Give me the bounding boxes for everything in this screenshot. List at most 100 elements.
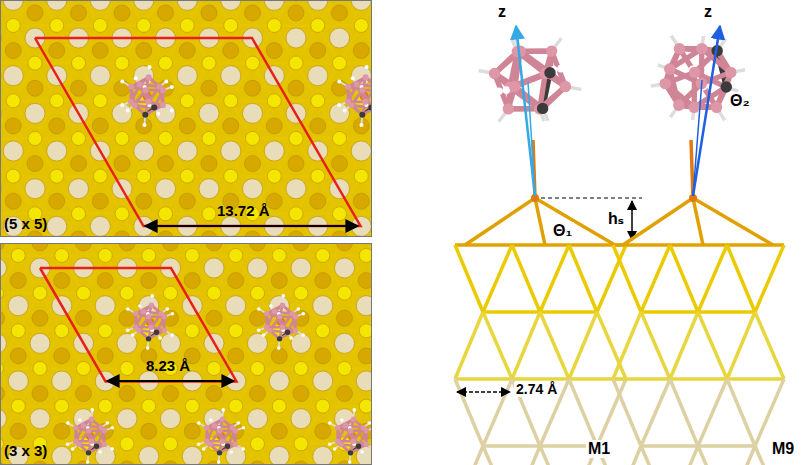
gold-atom bbox=[308, 0, 328, 10]
slab-bond bbox=[641, 444, 698, 448]
boron-atom bbox=[338, 442, 343, 447]
gold-atom bbox=[6, 169, 20, 183]
gold-atom bbox=[137, 18, 151, 32]
hydrogen-atom bbox=[340, 418, 344, 422]
gold-atom bbox=[32, 310, 48, 326]
gold-atom bbox=[315, 273, 331, 289]
sulfur-bond bbox=[465, 198, 535, 245]
gold-atom bbox=[294, 361, 308, 375]
panel-frame bbox=[1, 1, 372, 237]
gold-atom bbox=[250, 386, 266, 402]
gold-atom bbox=[117, 333, 137, 353]
gold-atom bbox=[120, 286, 134, 300]
gold-atom bbox=[97, 348, 113, 364]
boron-atom bbox=[349, 102, 355, 108]
gold-atom bbox=[353, 193, 369, 209]
gold-atom bbox=[25, 179, 45, 199]
gold-atom bbox=[49, 118, 65, 134]
gold-atom bbox=[359, 248, 372, 262]
gold-atom bbox=[5, 193, 21, 209]
hydrogen-atom bbox=[242, 426, 246, 430]
gold-atom bbox=[289, 131, 303, 145]
slab-bond bbox=[670, 377, 727, 381]
gold-atom bbox=[271, 273, 287, 289]
hydrogen-atom bbox=[262, 333, 266, 337]
hydrogen-atom bbox=[301, 333, 305, 337]
gold-atom bbox=[114, 5, 130, 21]
gold-atom bbox=[177, 0, 197, 10]
gold-atom bbox=[289, 207, 303, 221]
gold-atom bbox=[269, 446, 289, 465]
gold-atom bbox=[267, 169, 281, 183]
gold-atom bbox=[206, 386, 222, 402]
dimension-label: 8.23 Å bbox=[146, 358, 190, 375]
boron-atom bbox=[280, 302, 285, 307]
boron-atom bbox=[233, 428, 238, 433]
gold-atom bbox=[243, 103, 263, 123]
gold-atom bbox=[28, 131, 42, 145]
hydrogen-atom bbox=[78, 418, 82, 422]
unit-cell bbox=[40, 268, 237, 381]
gold-atom bbox=[316, 399, 330, 413]
gold-atom bbox=[202, 131, 216, 145]
slab-bond bbox=[727, 446, 755, 465]
hydrogen-atom bbox=[164, 80, 168, 84]
gold-atom bbox=[330, 28, 350, 48]
gold-atom bbox=[76, 310, 92, 326]
slab-bond bbox=[641, 312, 670, 379]
boron-atom bbox=[217, 428, 222, 433]
gold-atom bbox=[115, 207, 129, 221]
height-label: hₛ bbox=[606, 210, 626, 228]
gold-atom bbox=[92, 43, 108, 59]
slab-bond bbox=[670, 243, 727, 247]
gold-atom bbox=[28, 56, 42, 70]
boron-atom bbox=[364, 442, 369, 447]
gold-atom bbox=[246, 131, 260, 145]
gold-atom bbox=[335, 333, 355, 353]
carborane-molecule bbox=[328, 408, 372, 464]
gold-atom bbox=[337, 243, 353, 251]
gold-atom bbox=[308, 66, 328, 86]
gold-atom bbox=[164, 286, 178, 300]
gold-atom bbox=[224, 94, 238, 108]
gold-atom bbox=[353, 43, 369, 59]
gold-atom bbox=[50, 94, 64, 108]
gold-atom bbox=[54, 273, 70, 289]
gold-atom bbox=[141, 273, 157, 289]
gold-atom bbox=[311, 169, 325, 183]
slab-bond bbox=[641, 245, 670, 312]
gold-atom bbox=[3, 141, 23, 161]
carborane-molecule bbox=[337, 65, 372, 127]
gold-atom bbox=[50, 18, 64, 32]
hydrogen-atom bbox=[237, 421, 241, 425]
boron-atom bbox=[546, 45, 557, 56]
slab-bond bbox=[540, 446, 569, 465]
boron-atom bbox=[146, 74, 152, 80]
slab-bond bbox=[483, 379, 512, 446]
hydrogen-atom bbox=[650, 60, 658, 68]
surface-bonds bbox=[0, 0, 372, 237]
gold-atom bbox=[184, 423, 200, 439]
hydrogen-atom bbox=[643, 83, 651, 91]
carbon-atom bbox=[94, 444, 99, 449]
boron-atom bbox=[162, 328, 167, 333]
hydrogen-atom bbox=[360, 450, 364, 454]
gold-atom bbox=[115, 56, 129, 70]
gold-atom bbox=[49, 193, 65, 209]
boron-atom bbox=[86, 428, 91, 433]
hydrogen-atom bbox=[351, 76, 355, 80]
boron-atom bbox=[89, 439, 94, 444]
gold-atom bbox=[267, 18, 281, 32]
boron-atom bbox=[711, 102, 722, 113]
carbon-atom bbox=[544, 67, 555, 78]
gold-atom bbox=[207, 361, 221, 375]
gold-atom bbox=[11, 399, 25, 413]
angle-label: Θ₁ bbox=[551, 222, 574, 240]
boron-atom bbox=[696, 43, 707, 54]
gold-atom bbox=[206, 243, 222, 251]
hydrogen-atom bbox=[217, 460, 221, 464]
slab-bond bbox=[483, 446, 512, 465]
gold-atom bbox=[95, 446, 115, 465]
gold-atom bbox=[286, 179, 306, 199]
carbon-atom bbox=[146, 336, 151, 341]
